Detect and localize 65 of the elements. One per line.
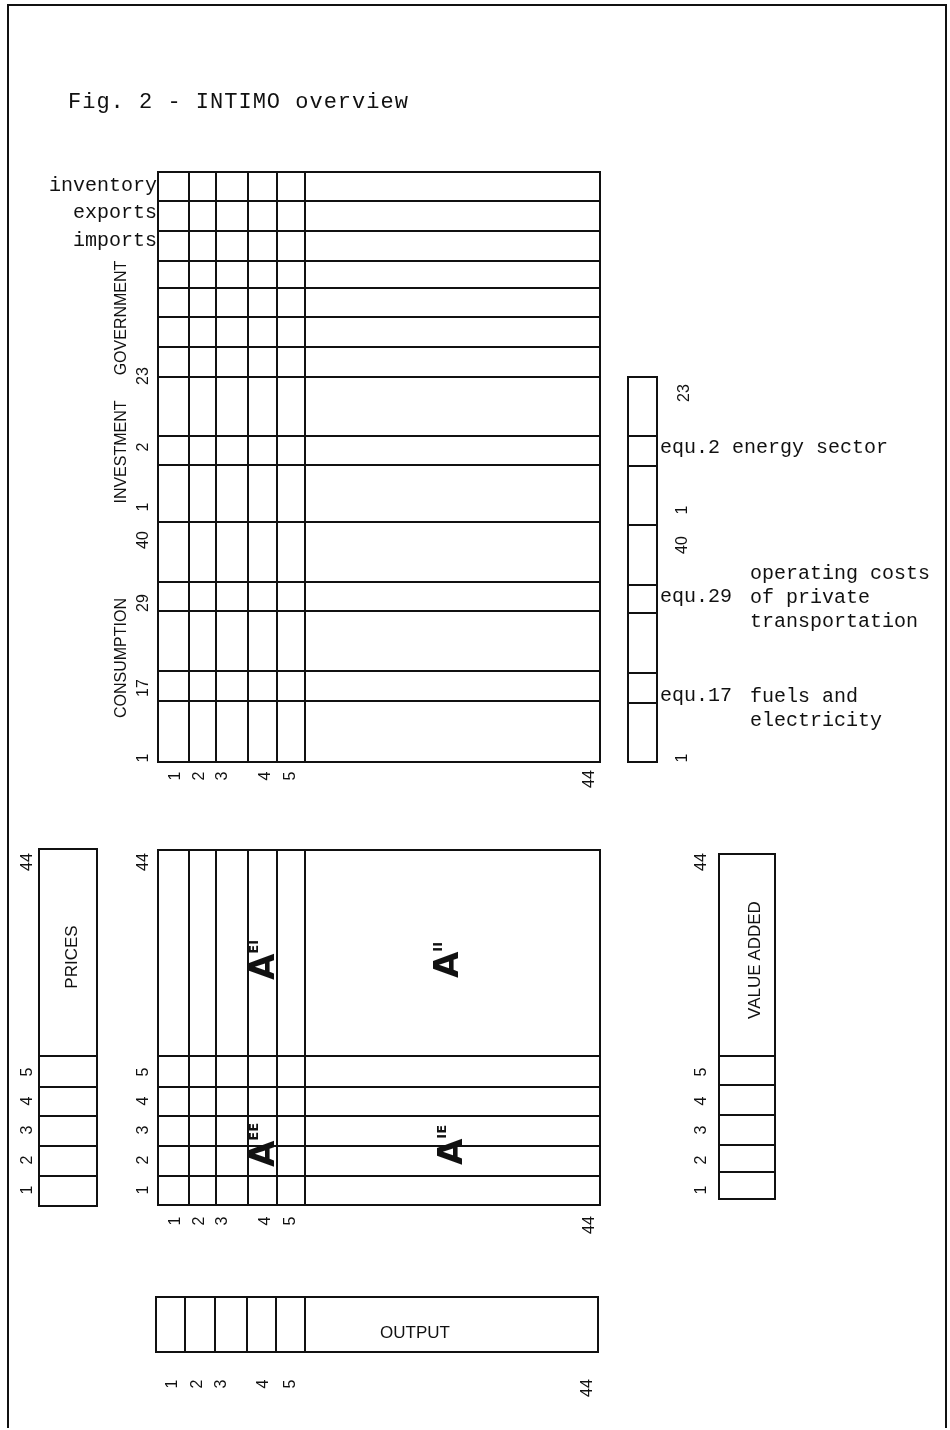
index-number: 2 (191, 1216, 207, 1226)
index-number: 5 (282, 771, 298, 781)
index-number: 23 (135, 367, 151, 385)
index-number: 4 (255, 1379, 271, 1389)
index-number: 1 (135, 502, 151, 512)
index-number: 1 (167, 771, 183, 781)
block-label: VALUE ADDED (745, 901, 763, 1019)
index-number: 40 (135, 531, 151, 549)
index-number: 4 (257, 771, 273, 781)
index-number: 44 (135, 853, 151, 871)
index-number: 3 (214, 771, 230, 781)
index-number: 3 (135, 1125, 151, 1135)
index-number: 17 (135, 679, 151, 697)
index-number: 4 (135, 1096, 151, 1106)
index-number: 1 (674, 753, 690, 763)
equation-note: equ.2 energy sector (660, 438, 889, 458)
index-number: 2 (135, 1155, 151, 1165)
index-number: 2 (191, 771, 207, 781)
row-label: inventory (48, 176, 157, 196)
vector-column (38, 848, 98, 1207)
index-number: 44 (581, 1216, 597, 1234)
index-number: 4 (693, 1096, 709, 1106)
index-number: 1 (693, 1185, 709, 1195)
equation-note: equ.17 (660, 686, 732, 706)
index-number: 2 (693, 1155, 709, 1165)
vector-column (155, 1296, 599, 1353)
group-label: GOVERNMENT (113, 260, 129, 376)
index-number: 5 (693, 1067, 709, 1077)
group-label: INVESTMENT (113, 400, 129, 504)
index-number: 1 (19, 1185, 35, 1195)
equation-note: equ.29 (660, 587, 732, 607)
index-number: 44 (19, 853, 35, 871)
title: Fig. 2 - INTIMO overview (68, 92, 409, 114)
row-label: exports (73, 203, 157, 223)
equation-note: operating costs of private transportation (750, 562, 932, 634)
index-number: 4 (257, 1216, 273, 1226)
index-number: 1 (167, 1216, 183, 1226)
index-number: 3 (19, 1125, 35, 1135)
index-number: 3 (214, 1216, 230, 1226)
index-number: 2 (19, 1155, 35, 1165)
index-number: 1 (135, 1185, 151, 1195)
index-number: 44 (693, 853, 709, 871)
index-number: 44 (581, 770, 597, 788)
index-number: 5 (135, 1067, 151, 1077)
index-number: 44 (579, 1379, 595, 1397)
index-number: 1 (674, 505, 690, 515)
index-number: 40 (674, 536, 690, 554)
index-number: 4 (19, 1096, 35, 1106)
row-label: imports (73, 231, 157, 251)
index-number: 2 (189, 1379, 205, 1389)
index-number: 3 (213, 1379, 229, 1389)
index-number: 1 (164, 1379, 180, 1389)
index-number: 5 (19, 1067, 35, 1077)
index-number: 23 (676, 384, 692, 402)
equation-note: fuels and electricity (750, 685, 884, 733)
vector-column (718, 853, 776, 1200)
index-number: 29 (135, 594, 151, 612)
index-number: 5 (282, 1379, 298, 1389)
index-number: 5 (282, 1216, 298, 1226)
block-label: PRICES (62, 925, 80, 989)
block-label: OUTPUT (380, 1323, 450, 1341)
index-number: 2 (135, 442, 151, 452)
index-number: 1 (135, 753, 151, 763)
index-number: 3 (693, 1125, 709, 1135)
group-label: CONSUMPTION (113, 598, 129, 718)
